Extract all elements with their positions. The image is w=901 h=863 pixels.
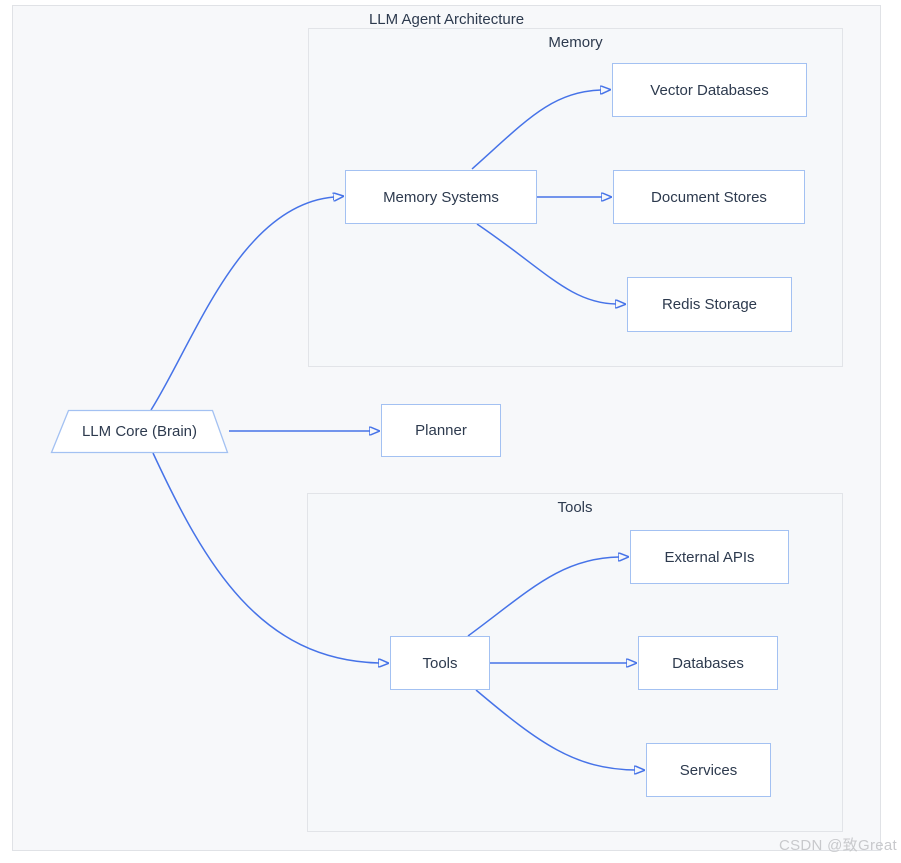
trapezoid-shape [50, 409, 229, 454]
node-tools: Tools [390, 636, 490, 690]
node-memory-systems-label: Memory Systems [383, 188, 499, 206]
edge-tools-to-services [475, 689, 635, 770]
edge-memory-systems-to-vector-databases [471, 90, 601, 170]
node-llm-core-label: LLM Core (Brain) [81, 423, 198, 440]
node-services: Services [646, 743, 771, 797]
node-memory-systems: Memory Systems [345, 170, 537, 224]
node-services-label: Services [679, 761, 738, 779]
node-document-stores-label: Document Stores [651, 188, 767, 206]
node-llm-core: LLM Core (Brain) [49, 409, 230, 454]
edge-tools-to-external-apis [467, 557, 619, 637]
node-databases-label: Databases [672, 654, 744, 672]
node-vector-databases: Vector Databases [612, 63, 807, 117]
node-databases: Databases [638, 636, 778, 690]
node-document-stores: Document Stores [613, 170, 805, 224]
node-planner-label: Planner [415, 422, 467, 439]
diagram-title: LLM Agent Architecture [368, 11, 525, 28]
edge-core-to-memory-systems [150, 197, 334, 411]
memory-subgraph-label: Memory [548, 34, 603, 51]
tools-subgraph-label: Tools [557, 499, 593, 516]
node-planner: Planner [381, 404, 501, 457]
csdn-watermark: CSDN @致Great [778, 837, 897, 854]
node-external-apis: External APIs [630, 530, 789, 584]
node-redis-storage: Redis Storage [627, 277, 792, 332]
edge-core-to-tools [152, 452, 379, 663]
node-redis-storage-label: Redis Storage [661, 296, 758, 313]
node-vector-databases-label: Vector Databases [650, 81, 769, 99]
edge-memory-systems-to-redis-storage [476, 223, 616, 304]
node-tools-label: Tools [422, 654, 458, 672]
node-external-apis-label: External APIs [664, 548, 755, 566]
